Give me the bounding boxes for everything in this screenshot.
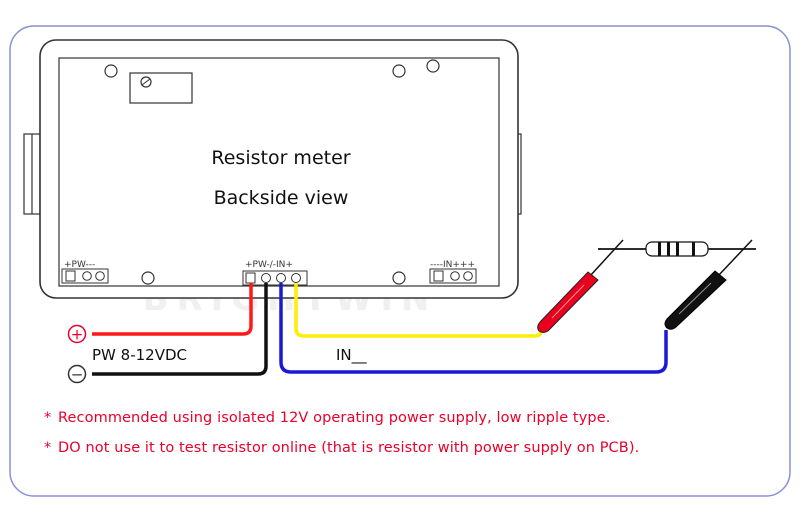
- note-isolated-supply: * Recommended using isolated 12V operatin…: [44, 410, 610, 426]
- meter-subtitle: Backside view: [214, 187, 349, 209]
- pw-connector: [61, 268, 109, 284]
- note-no-online-test: * DO not use it to test resistor online (…: [44, 440, 639, 456]
- red-test-probe: [537, 239, 624, 333]
- resistor-under-test: [598, 241, 756, 257]
- plus-sign: +: [71, 326, 84, 344]
- note-bullet: *: [44, 410, 52, 426]
- note-text: DO not use it to test resistor online (t…: [58, 440, 640, 456]
- input-negative-wire: [279, 283, 668, 374]
- negative-power-wire: [92, 283, 268, 376]
- in-connector: [429, 268, 477, 284]
- black-test-probe: [664, 239, 753, 330]
- note-bullet: *: [44, 440, 52, 456]
- meter-title: Resistor meter: [211, 147, 350, 169]
- trim-potentiometer: [129, 72, 193, 104]
- mounting-holes: [104, 59, 440, 285]
- power-label: PW 8-12VDC: [92, 346, 187, 364]
- minus-sign: −: [71, 366, 84, 384]
- input-label: IN__: [336, 346, 367, 365]
- outer-frame: [9, 25, 791, 497]
- meter-pcb: [58, 57, 500, 287]
- in-connector-label: ----IN+++: [430, 260, 475, 270]
- pw-connector-label: +PW---: [64, 260, 95, 270]
- positive-power-wire: [92, 283, 253, 336]
- mount-tab-left: [23, 133, 41, 215]
- terminal-block: [242, 270, 308, 286]
- terminal-block-label: +PW-/-IN+: [245, 260, 293, 270]
- input-positive-wire: [294, 283, 543, 338]
- positive-terminal-symbol: +: [67, 324, 87, 344]
- note-text: Recommended using isolated 12V operating…: [58, 410, 611, 426]
- negative-terminal-symbol: −: [67, 364, 87, 384]
